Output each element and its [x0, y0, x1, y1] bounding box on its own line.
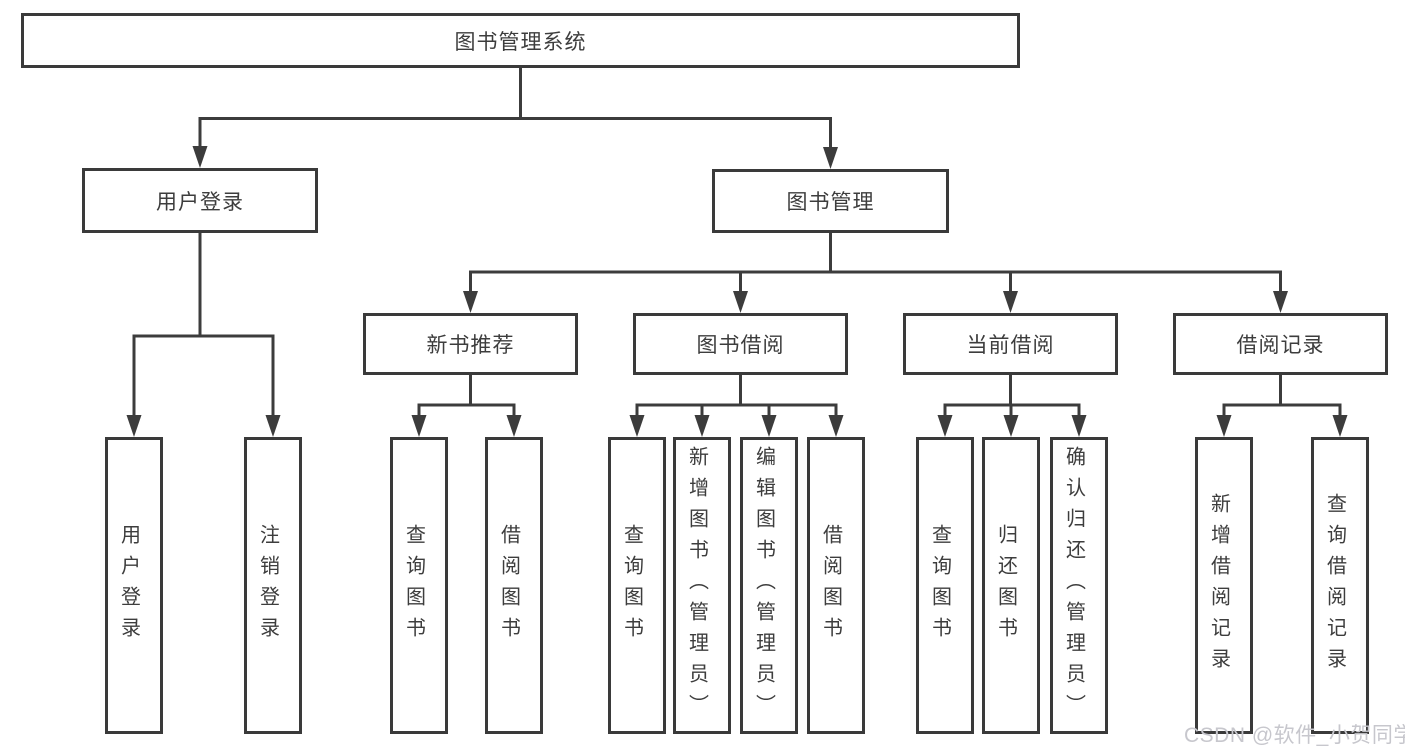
node-label: 新增借阅记录 — [1207, 492, 1230, 679]
node-leaf-query-books-recommend: 查询图书 — [390, 437, 448, 734]
node-leaf-user-login: 用户登录 — [105, 437, 163, 734]
node-leaf-return-book: 归还图书 — [982, 437, 1040, 734]
arrowhead — [1003, 291, 1018, 313]
arrowhead — [1216, 415, 1232, 437]
arrowhead — [1332, 415, 1348, 437]
arrowhead — [937, 415, 953, 437]
node-label: 确认归还（管理员） — [1062, 446, 1085, 725]
node-label: 用户登录 — [156, 190, 244, 214]
node-label: 图书管理系统 — [454, 30, 587, 54]
arrowhead — [823, 147, 838, 169]
node-label: 图书管理 — [786, 191, 875, 214]
node-label: 新书推荐 — [426, 334, 515, 357]
node-leaf-add-book-admin: 新增图书（管理员） — [673, 437, 731, 734]
node-label: 当前借阅 — [966, 334, 1055, 357]
node-label: 注销登录 — [256, 523, 279, 648]
arrowhead — [126, 415, 142, 437]
csdn-watermark: CSDN @软件_小贺同学 — [1184, 724, 1405, 747]
arrowhead — [192, 146, 208, 168]
node-book-management: 图书管理 — [712, 169, 949, 233]
arrowhead — [265, 415, 281, 437]
node-label: 新增图书（管理员） — [685, 446, 708, 725]
node-leaf-logout: 注销登录 — [244, 437, 302, 734]
node-label: 查询借阅记录 — [1323, 492, 1346, 679]
arrowhead — [761, 415, 777, 437]
node-borrowing-records: 借阅记录 — [1173, 313, 1388, 375]
arrowhead — [1071, 415, 1087, 437]
node-label: 用户登录 — [117, 523, 140, 648]
node-label: 借阅图书 — [819, 523, 842, 648]
node-leaf-query-books-current: 查询图书 — [916, 437, 974, 734]
node-label: 查询图书 — [620, 523, 643, 648]
node-new-book-recommend: 新书推荐 — [363, 313, 578, 375]
arrowhead — [506, 415, 522, 437]
arrowhead — [463, 291, 478, 313]
node-leaf-borrow-books: 借阅图书 — [807, 437, 865, 734]
node-leaf-borrow-books-recommend: 借阅图书 — [485, 437, 543, 734]
arrowhead — [733, 291, 748, 313]
node-label: 借阅记录 — [1236, 334, 1325, 357]
node-leaf-query-borrow-record: 查询借阅记录 — [1311, 437, 1369, 734]
node-label: 借阅图书 — [497, 523, 520, 648]
node-leaf-edit-book-admin: 编辑图书（管理员） — [740, 437, 798, 734]
arrowhead — [694, 415, 710, 437]
node-book-borrowing: 图书借阅 — [633, 313, 848, 375]
node-leaf-confirm-return-admin: 确认归还（管理员） — [1050, 437, 1108, 734]
node-label: 编辑图书（管理员） — [752, 446, 775, 725]
node-label: 归还图书 — [994, 523, 1017, 648]
node-current-borrowing: 当前借阅 — [903, 313, 1118, 375]
node-leaf-query-books-borrowing: 查询图书 — [608, 437, 666, 734]
node-leaf-add-borrow-record: 新增借阅记录 — [1195, 437, 1253, 734]
arrowhead — [828, 415, 844, 437]
node-user-login: 用户登录 — [82, 168, 318, 233]
arrowhead — [411, 415, 427, 437]
node-library-system-root: 图书管理系统 — [21, 13, 1020, 68]
arrowhead — [1003, 415, 1019, 437]
arrowhead — [629, 415, 645, 437]
arrowhead — [1273, 291, 1288, 313]
node-label: 查询图书 — [928, 523, 951, 648]
node-label: 查询图书 — [402, 523, 425, 648]
node-label: 图书借阅 — [696, 334, 785, 357]
